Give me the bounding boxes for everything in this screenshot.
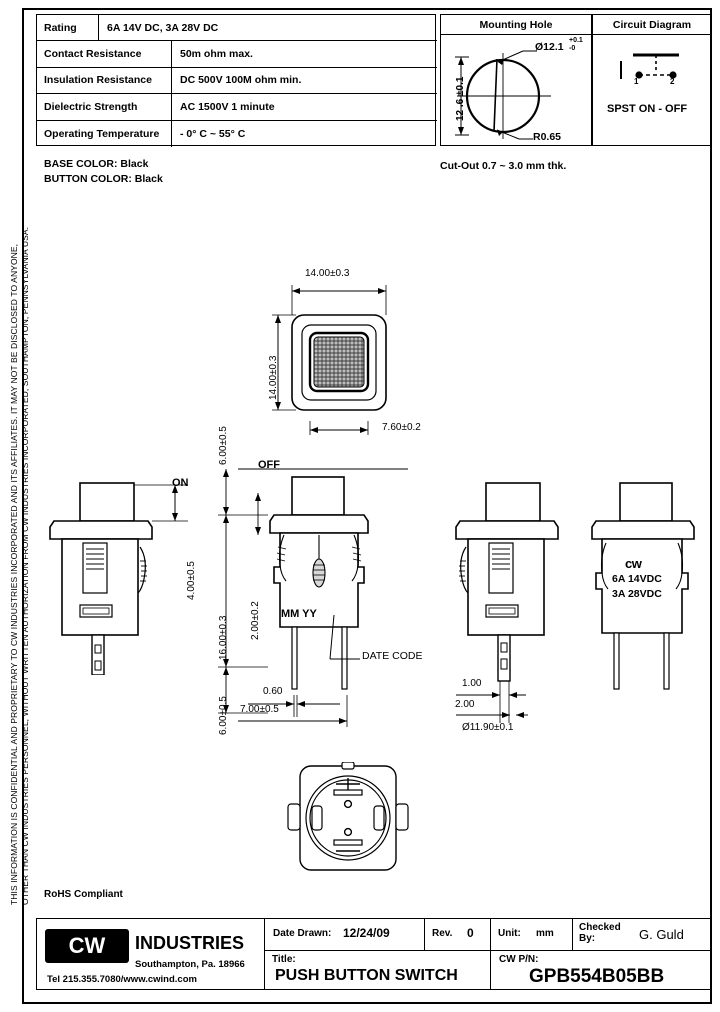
cw-logo-text: CW [68, 933, 106, 958]
title-block: CW INDUSTRIES Southampton, Pa. 18966 Tel… [36, 918, 712, 990]
spec-value: 50m ohm max. [180, 48, 253, 61]
date-drawn-cell: Date Drawn: 12/24/09 [265, 919, 425, 951]
rear-view-rating-line-1: 6A 14VDC [612, 573, 662, 585]
circuit-diagram-title: Circuit Diagram [593, 15, 711, 35]
side-left-view-drawing [49, 482, 188, 675]
checked-by-cell: Checked By: G. Guld [573, 919, 711, 951]
spec-label: Insulation Resistance [37, 67, 172, 94]
front-view-drawing [218, 468, 408, 727]
front-view-date-code-marking: MM YY [281, 608, 317, 620]
spec-value: DC 500V 100M ohm min. [180, 74, 302, 87]
rear-view-brand: cw [625, 556, 642, 571]
mounting-hole-diameter-dim: Ø12.1 [535, 41, 564, 53]
checked-by-label: Checked By: [579, 922, 621, 944]
rear-view-drawing [591, 482, 695, 690]
spec-value: - 0° C ~ 55° C [180, 127, 246, 140]
side-right-pin-thickness-dim: 1.00 [462, 678, 482, 689]
unit-label: Unit: [498, 928, 521, 939]
side-left-on-label: ON [172, 477, 189, 489]
company-address: Southampton, Pa. 18966 [135, 959, 245, 970]
front-view-shoulder-dim: 2.00±0.2 [250, 601, 261, 640]
side-right-view-drawing [455, 482, 559, 723]
button-color-note: BUTTON COLOR: Black [44, 173, 163, 185]
circuit-diagram-drawing [620, 53, 679, 79]
title-label: Title: [272, 954, 296, 965]
front-view-body-dim: 16.00±0.3 [218, 615, 229, 660]
rev-value: 0 [467, 926, 474, 940]
rev-label: Rev. [432, 928, 453, 939]
spec-value: AC 1500V 1 minute [180, 100, 275, 113]
spec-label: Contact Resistance [37, 41, 172, 67]
bottom-view-drawing [287, 762, 409, 871]
base-color-note: BASE COLOR: Black [44, 158, 149, 170]
spec-label: Operating Temperature [37, 120, 172, 147]
side-left-travel-dim: 4.00±0.5 [186, 561, 197, 600]
spec-label: Dielectric Strength [37, 94, 172, 120]
front-view-pin-width-dim: 0.60 [263, 686, 283, 697]
drawing-title-cell: Title: PUSH BUTTON SWITCH [265, 951, 491, 989]
circuit-diagram-panel: Circuit Diagram 1 2 SPST ON - OFF [592, 14, 712, 146]
company-name: INDUSTRIES [135, 933, 245, 953]
confidentiality-line-1: THIS INFORMATION IS CONFIDENTIAL AND PRO… [9, 243, 19, 905]
cw-logo [45, 929, 129, 963]
unit-cell: Unit: mm [491, 919, 573, 951]
front-view-off-label: OFF [258, 459, 280, 471]
mounting-hole-tolerance-plus: +0.1 [569, 37, 583, 44]
part-label: CW P/N: [499, 954, 539, 965]
date-drawn-label: Date Drawn: [273, 928, 332, 939]
specification-table: Rating 6A 14V DC, 3A 28V DC Contact Resi… [36, 14, 437, 147]
table-row: Contact Resistance 50m ohm max. [37, 41, 437, 68]
unit-value: mm [536, 928, 554, 939]
table-row: Rating 6A 14V DC, 3A 28V DC [37, 15, 437, 42]
table-row: Insulation Resistance DC 500V 100M ohm m… [37, 67, 437, 95]
company-cell: CW INDUSTRIES Southampton, Pa. 18966 Tel… [37, 919, 265, 989]
confidentiality-line-2: OTHER THAN CW INDUSTRIES PERSONNEL, WITH… [20, 226, 30, 905]
mounting-hole-radius-dim: R0.65 [533, 131, 562, 143]
mounting-hole-tolerance-minus: -0 [569, 45, 576, 52]
top-view-drawing [272, 285, 387, 435]
front-view-date-code-label: DATE CODE [362, 650, 423, 662]
part-value: GPB554B05BB [529, 966, 665, 987]
mounting-hole-drawing [455, 50, 551, 140]
spec-value: 6A 14V DC, 3A 28V DC [107, 21, 219, 34]
front-view-bottom-dim: 6.00±0.5 [218, 696, 229, 735]
mounting-hole-panel: Mounting Hole 12 .6 ±0.1 Ø12.1 [440, 14, 592, 146]
front-view-top-gap-dim: 6.00±0.5 [218, 426, 229, 465]
circuit-terminal-2-label: 2 [670, 77, 675, 86]
mounting-hole-title: Mounting Hole [441, 15, 591, 35]
rear-view-rating-line-2: 3A 28VDC [612, 588, 662, 600]
circuit-terminal-1-label: 1 [634, 77, 639, 86]
part-number-cell: CW P/N: GPB554B05BB [491, 951, 711, 989]
revision-cell: Rev. 0 [425, 919, 491, 951]
side-right-pin-offset-dim: 2.00 [455, 699, 475, 710]
company-contact: Tel 215.355.7080/www.cwind.com [47, 974, 197, 985]
table-row: Operating Temperature - 0° C ~ 55° C [37, 120, 437, 147]
front-view-pin-span-dim: 7.00±0.5 [240, 704, 279, 715]
circuit-caption: SPST ON - OFF [607, 103, 688, 115]
mounting-hole-height-dim: 12 .6 ±0.1 [455, 76, 466, 121]
title-value: PUSH BUTTON SWITCH [275, 967, 458, 984]
top-view-width-dim: 14.00±0.3 [305, 268, 350, 279]
checked-by-value: G. Guld [639, 927, 684, 942]
spec-label: Rating [37, 15, 99, 41]
date-drawn-value: 12/24/09 [343, 926, 390, 940]
top-view-height-dim: 14.00±0.3 [268, 355, 279, 400]
sheet-border [22, 8, 712, 1004]
rohs-note: RoHS Compliant [44, 889, 123, 900]
cutout-note: Cut-Out 0.7 ~ 3.0 mm thk. [440, 160, 567, 172]
top-view-button-dim: 7.60±0.2 [382, 422, 421, 433]
table-row: Dielectric Strength AC 1500V 1 minute [37, 94, 437, 121]
confidentiality-notice: THIS INFORMATION IS CONFIDENTIAL AND PRO… [0, 0, 34, 1012]
side-right-body-diameter-dim: Ø11.90±0.1 [462, 722, 514, 733]
